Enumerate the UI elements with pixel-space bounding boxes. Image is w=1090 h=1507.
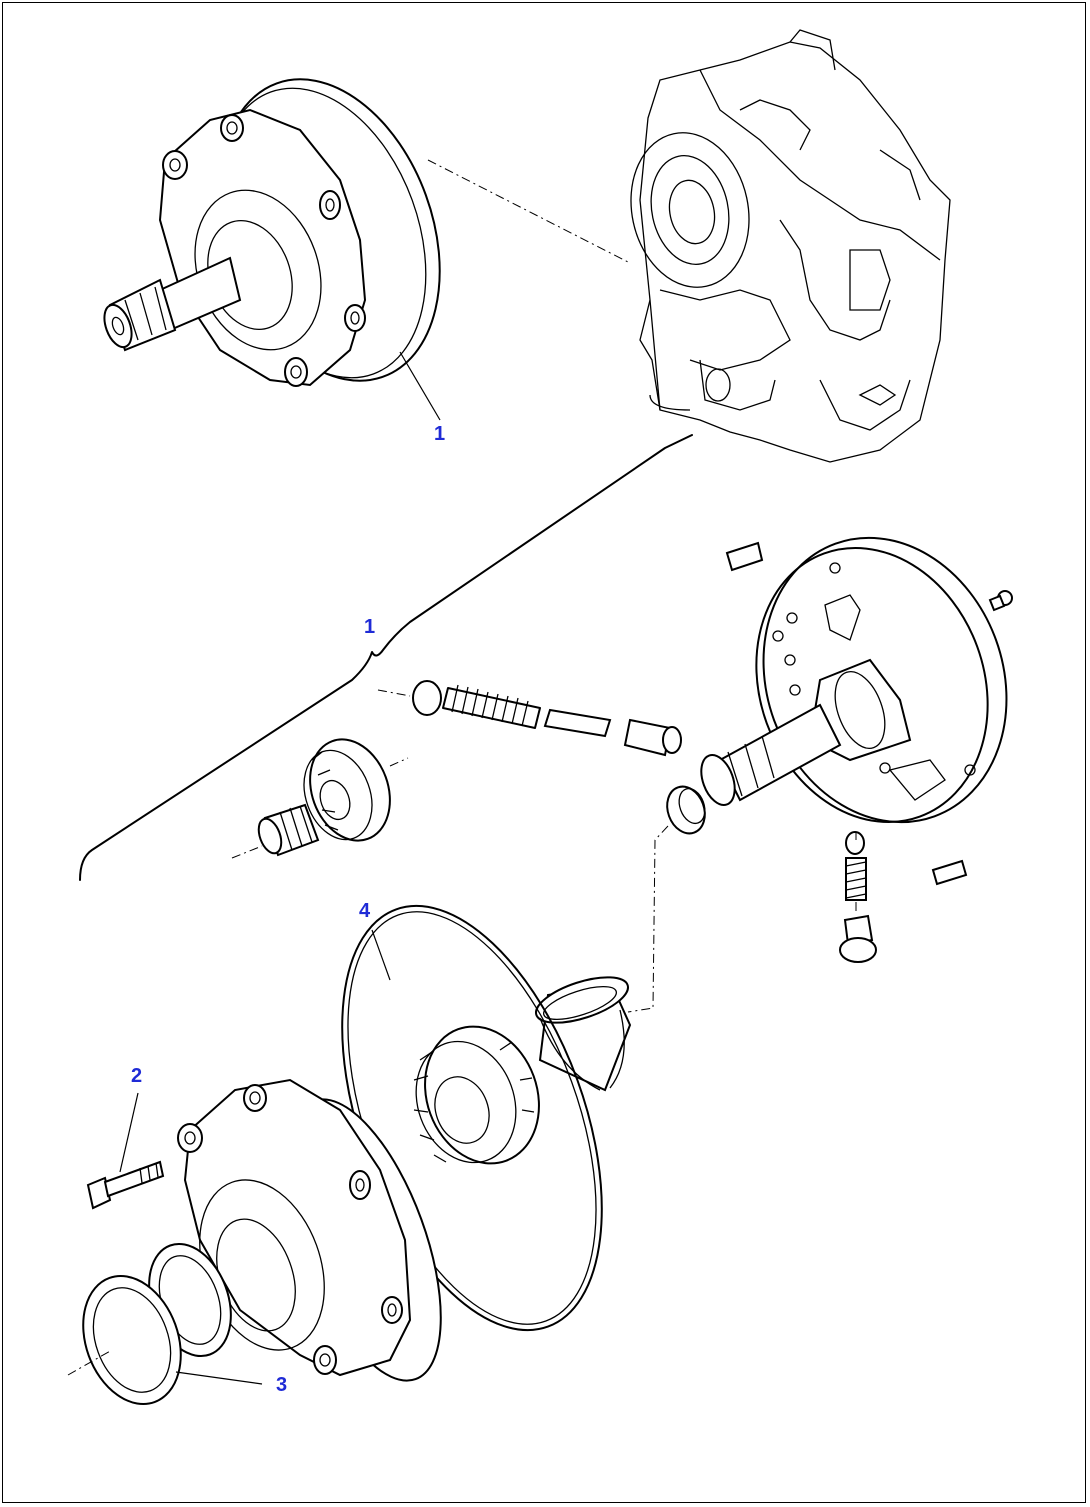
valve-plug — [623, 718, 682, 757]
callout-2-bolt: 2 — [131, 1065, 142, 1087]
group-bracket — [79, 434, 693, 881]
valve-ball — [412, 680, 442, 716]
alignment-line-gear — [389, 757, 409, 767]
bearing-sleeve — [535, 976, 632, 1092]
valve-spring — [442, 684, 541, 729]
oil-seal — [82, 1242, 232, 1405]
small-bushing — [666, 785, 706, 835]
assembled-pump — [103, 78, 441, 387]
lower-valve-plug — [839, 914, 877, 963]
leader-3 — [175, 1371, 263, 1385]
bolt — [86, 1160, 165, 1210]
callout-1-assembly: 1 — [434, 423, 445, 445]
leader-1-top — [399, 351, 441, 421]
driven-gear — [413, 1025, 540, 1165]
lower-valve-spring — [845, 857, 867, 901]
callout-4-o-ring: 4 — [359, 900, 371, 922]
alignment-line-seal — [67, 1349, 113, 1376]
dowel-pin-top — [725, 541, 764, 572]
leader-2 — [119, 1092, 139, 1173]
pump-body — [700, 536, 1008, 824]
alignment-line-top — [427, 159, 629, 263]
lower-valve-ball — [845, 831, 865, 855]
leader-4 — [371, 929, 391, 981]
drive-gear — [303, 738, 391, 842]
pump-cover — [177, 1078, 442, 1382]
alignment-line-valve — [377, 689, 411, 697]
transmission-housing — [630, 29, 951, 463]
alignment-line-bushing — [627, 825, 669, 1013]
dowel-pin-bottom — [931, 859, 968, 886]
small-screw — [988, 590, 1013, 612]
valve-plunger — [543, 708, 612, 738]
alignment-line-bearing — [231, 845, 263, 859]
needle-bearing — [257, 803, 320, 857]
callout-3-seal: 3 — [276, 1374, 287, 1396]
callout-1-group: 1 — [364, 616, 375, 638]
